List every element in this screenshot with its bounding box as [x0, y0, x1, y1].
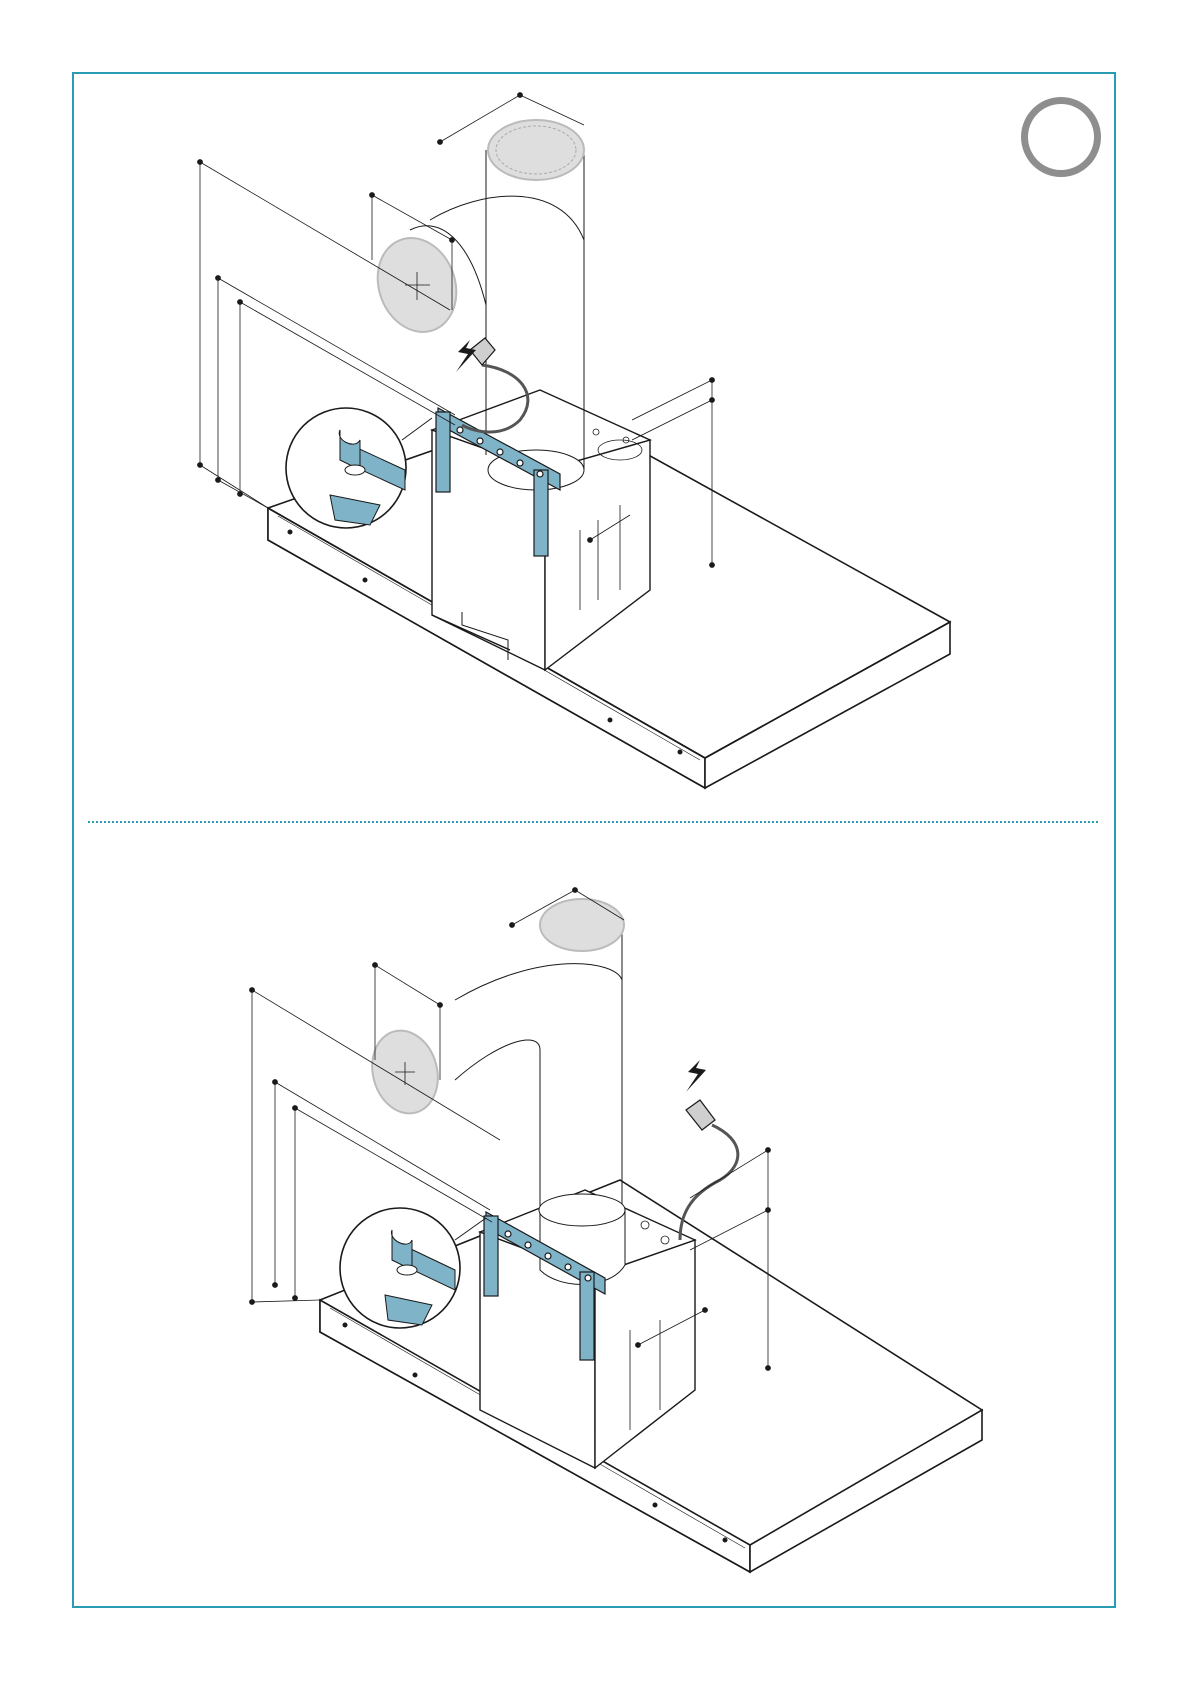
- figure-top: [198, 93, 951, 789]
- lightning-icon: [686, 1060, 706, 1092]
- lightning-icon: [456, 340, 476, 372]
- power-cord: [680, 1060, 738, 1240]
- plug-icon: [686, 1100, 715, 1130]
- figure-bottom: [250, 888, 983, 1573]
